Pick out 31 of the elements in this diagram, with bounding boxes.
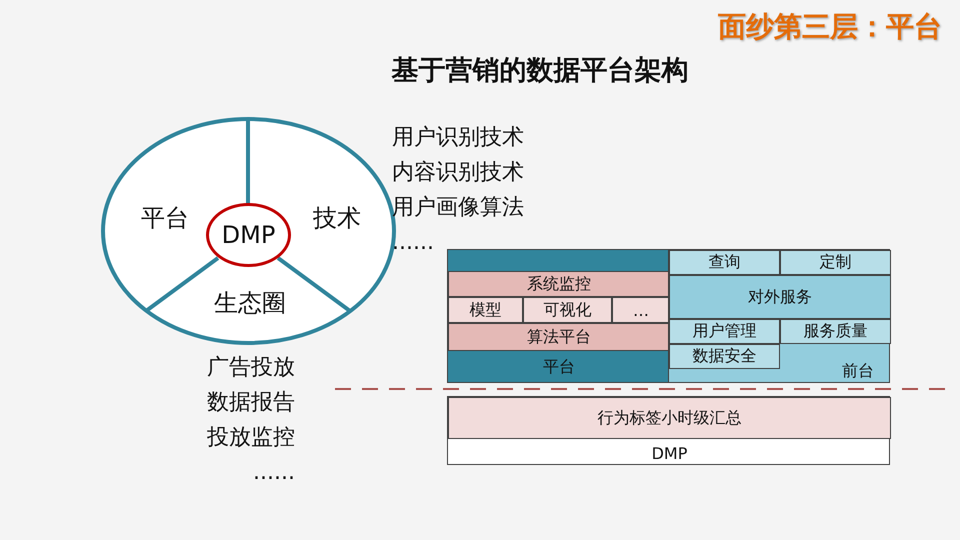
sector-label: 生态圈 (200, 285, 300, 321)
sector-label: 技术 (300, 200, 374, 236)
list-text: 数据报告 (206, 389, 295, 417)
list-text: 用户识别技术 (392, 124, 525, 152)
stack-cell: 服务质量 (780, 319, 891, 344)
list-text: ...... (392, 229, 435, 257)
list-text: 用户画像算法 (392, 194, 525, 222)
list-text: 投放监控 (206, 424, 295, 452)
list-text: 广告投放 (206, 354, 295, 382)
block-label: 前台 (841, 360, 875, 382)
block-label: 平台 (542, 356, 576, 378)
stack-cell: 查询 (669, 250, 780, 275)
platform-block (447, 249, 669, 383)
stack-band: 系统监控 (448, 271, 670, 297)
stack-cell: 可视化 (523, 297, 612, 323)
stack-band: 对外服务 (669, 275, 891, 319)
stack-cell: … (612, 297, 670, 323)
sector-label: 平台 (130, 200, 200, 236)
stack-cell: 定制 (780, 250, 891, 275)
frontend-block (668, 249, 890, 383)
title: 基于营销的数据平台架构 (390, 54, 690, 88)
heading: 面纱第三层：平台 (717, 9, 942, 45)
block-label: DMP (650, 443, 688, 465)
stack-band: 行为标签小时级汇总 (448, 397, 891, 439)
stack-cell: 数据安全 (669, 344, 780, 369)
stack-cell: 模型 (448, 297, 523, 323)
stack-cell: 用户管理 (669, 319, 780, 344)
dmp-block (447, 396, 890, 465)
list-text: ...... (252, 459, 295, 487)
stack-band: 算法平台 (448, 323, 670, 351)
list-text: 内容识别技术 (392, 159, 525, 187)
